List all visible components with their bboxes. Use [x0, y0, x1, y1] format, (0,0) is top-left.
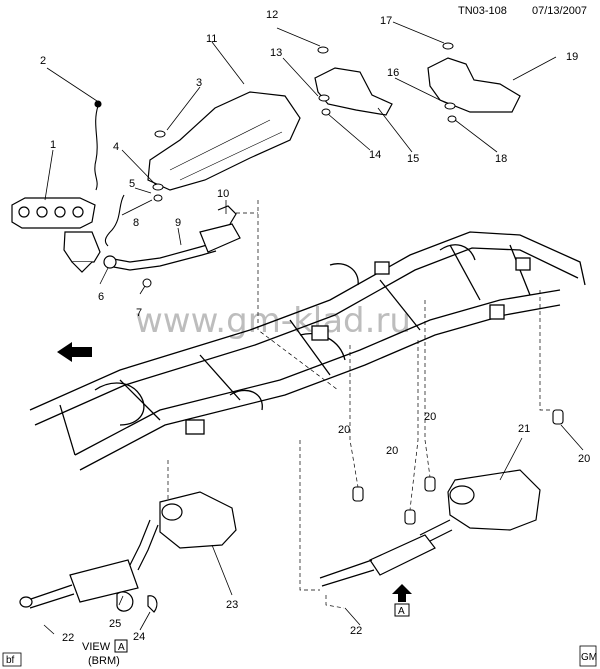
callout-20a: 20 [338, 424, 350, 436]
catalytic-converter-front [63, 231, 101, 273]
callout-14: 14 [369, 149, 381, 161]
exhaust-intermediate-pipe [103, 205, 241, 271]
callout-21: 21 [518, 423, 530, 435]
rear-muffler-assembly-brm [19, 491, 237, 613]
vehicle-frame [29, 231, 586, 471]
leader-lines [43, 21, 584, 635]
callout-13: 13 [270, 47, 282, 59]
gm-logo-text: GM [581, 652, 597, 663]
callout-4: 4 [113, 141, 119, 153]
callout-12: 12 [266, 9, 278, 21]
view-label-sub: (BRM) [88, 655, 120, 667]
front-direction-arrow [57, 342, 92, 362]
callout-18: 18 [495, 153, 507, 165]
callout-19: 19 [566, 51, 578, 63]
callout-7: 7 [136, 307, 142, 319]
exhaust-hangers [352, 409, 564, 525]
dashed-guides [167, 200, 553, 609]
rear-muffler-assembly [319, 469, 541, 587]
callout-labels: 1 2 3 4 5 6 7 8 9 10 11 12 13 14 15 16 1… [40, 9, 590, 644]
callout-22a: 22 [62, 632, 74, 644]
view-label-letter: A [118, 642, 125, 653]
corner-tag: bf [6, 655, 15, 666]
callout-2: 2 [40, 55, 46, 67]
view-label: VIEW A (BRM) [82, 639, 128, 667]
callout-20d: 20 [578, 453, 590, 465]
callout-20c: 20 [386, 445, 398, 457]
view-arrow-letter: A [398, 606, 405, 617]
callout-3: 3 [196, 77, 202, 89]
callout-15: 15 [407, 153, 419, 165]
callout-17: 17 [380, 15, 392, 27]
callout-1: 1 [50, 139, 56, 151]
callout-23: 23 [226, 599, 238, 611]
callout-22b: 22 [350, 625, 362, 637]
heat-shield-15 [314, 67, 393, 116]
callout-10: 10 [217, 188, 229, 200]
heat-shield-11 [147, 91, 301, 191]
callout-9: 9 [175, 217, 181, 229]
callout-11: 11 [206, 33, 217, 45]
callout-25: 25 [109, 618, 121, 630]
callout-6: 6 [98, 291, 104, 303]
diagram-date: 07/13/2007 [532, 5, 587, 17]
callout-8: 8 [133, 217, 139, 229]
oxygen-sensor-downstream [104, 194, 125, 247]
diagram-code: TN03-108 [458, 5, 507, 17]
exhaust-manifold [11, 197, 96, 229]
callout-24: 24 [133, 631, 145, 643]
oxygen-sensor-upstream [94, 100, 102, 191]
callout-5: 5 [129, 178, 135, 190]
view-label-prefix: VIEW [82, 641, 111, 653]
callout-16: 16 [387, 67, 399, 79]
corner-tag-box [2, 652, 22, 667]
view-arrow-a: A [392, 584, 412, 617]
heat-shield-19 [427, 57, 521, 113]
fastener-set [142, 42, 457, 288]
gm-logo: GM [579, 645, 597, 667]
callout-20b: 20 [424, 411, 436, 423]
